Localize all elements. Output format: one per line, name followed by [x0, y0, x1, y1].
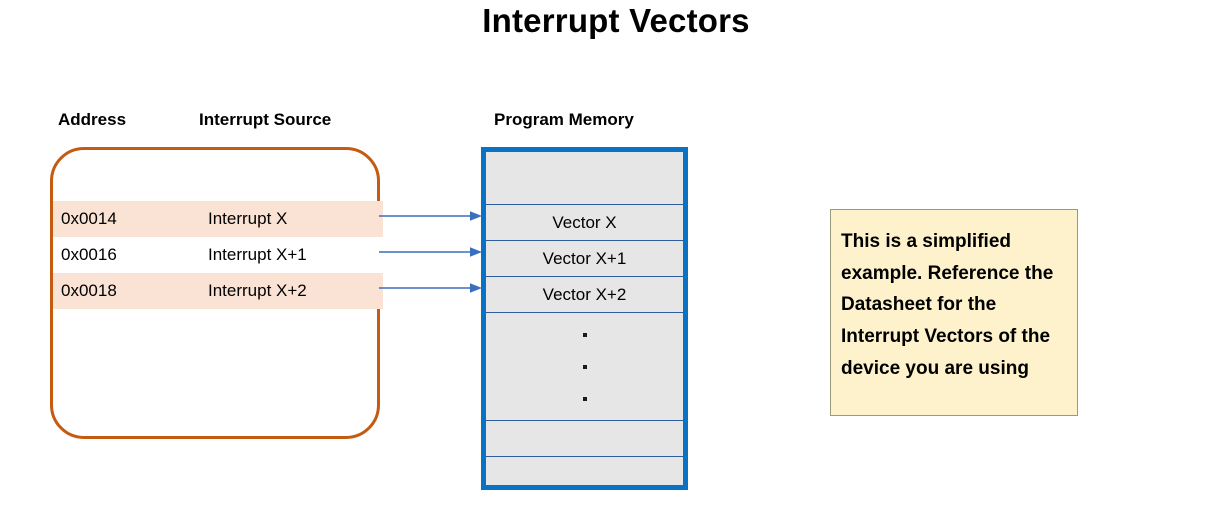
ellipsis-dot-icon — [582, 364, 587, 369]
memory-cell-empty — [486, 457, 683, 485]
cell-interrupt-source: Interrupt X — [208, 209, 288, 228]
table-row: 0x0014 Interrupt X — [53, 201, 383, 237]
cell-address: 0x0014 — [61, 209, 117, 228]
table-row: 0x0016 Interrupt X+1 — [53, 237, 383, 273]
arrow-interrupt-x-icon — [379, 211, 482, 221]
column-header-address: Address — [58, 110, 127, 129]
cell-interrupt-source: Interrupt X+1 — [208, 245, 307, 264]
memory-cell-vector-x: Vector X — [486, 205, 683, 241]
program-memory-block: Vector X Vector X+1 Vector X+2 — [481, 147, 688, 490]
memory-cell-empty — [486, 152, 683, 205]
column-header-program-memory: Program Memory — [494, 110, 634, 129]
note-callout: This is a simplified example. Reference … — [830, 209, 1078, 416]
ellipsis-dot-icon — [582, 332, 587, 337]
note-text: This is a simplified example. Reference … — [841, 231, 1064, 379]
interrupt-vector-table: 0x0014 Interrupt X 0x0016 Interrupt X+1 … — [50, 147, 383, 439]
cell-address: 0x0016 — [61, 245, 117, 264]
cell-address: 0x0018 — [61, 281, 117, 300]
cell-interrupt-source: Interrupt X+2 — [208, 281, 307, 300]
memory-cell-vector-x-plus-1: Vector X+1 — [486, 241, 683, 277]
column-header-interrupt-source: Interrupt Source — [199, 110, 332, 129]
memory-cell-vector-x-plus-2: Vector X+2 — [486, 277, 683, 313]
memory-cell-empty — [486, 421, 683, 457]
page-title: Interrupt Vectors — [482, 2, 750, 39]
memory-cell-ellipsis — [486, 313, 683, 421]
ellipsis-dot-icon — [582, 396, 587, 401]
table-row: 0x0018 Interrupt X+2 — [53, 273, 383, 309]
arrow-interrupt-x-plus-2-icon — [379, 283, 482, 293]
arrow-interrupt-x-plus-1-icon — [379, 247, 482, 257]
